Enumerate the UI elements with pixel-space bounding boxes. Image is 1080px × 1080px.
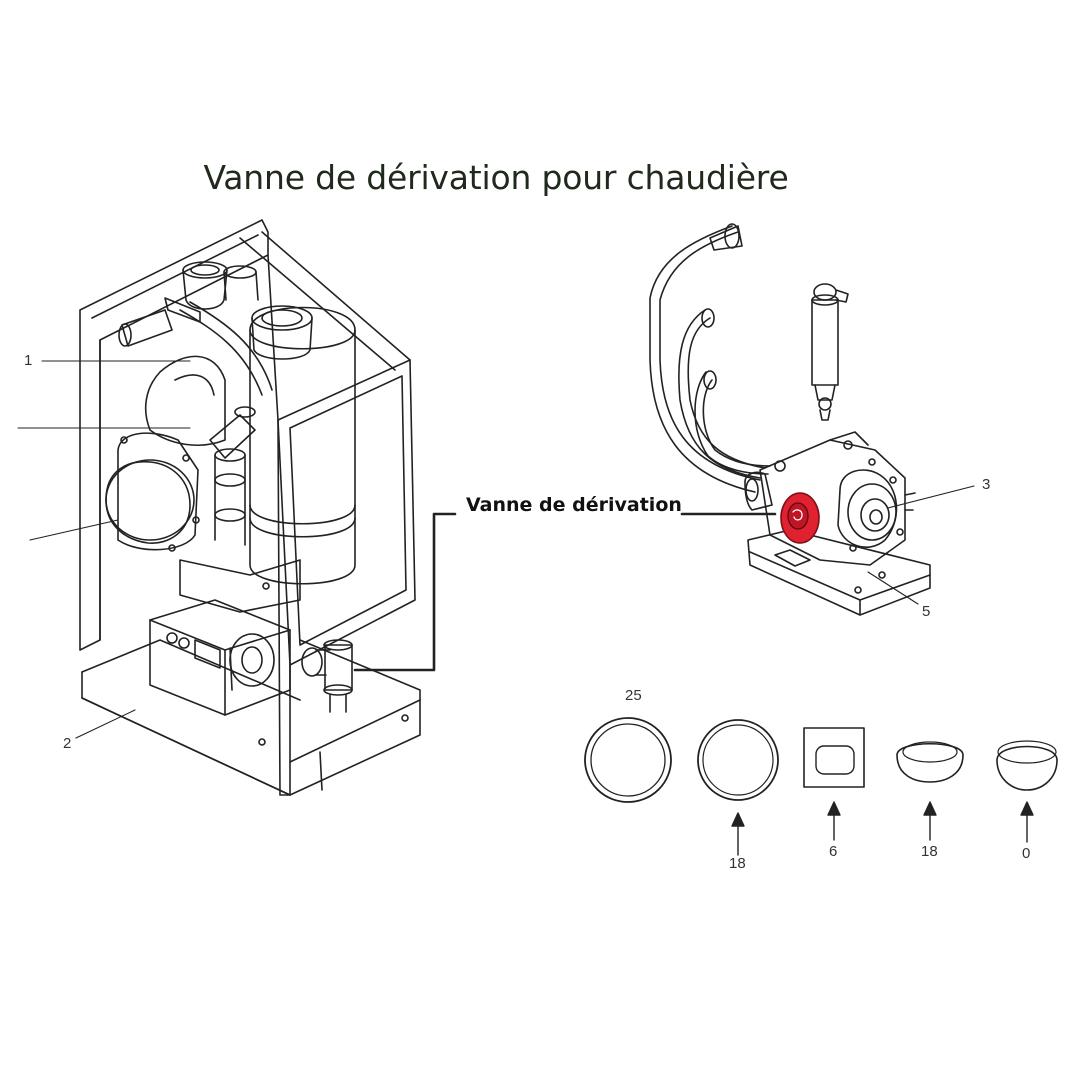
leader-line-unlabeled-b: [29, 519, 119, 541]
diagram-title: Vanne de dérivation pour chaudière: [203, 158, 789, 197]
cap-seal: [896, 742, 964, 783]
parts-label-1: 18: [729, 855, 746, 872]
leader-line-3: [887, 485, 975, 509]
leader-line-2: [75, 709, 136, 739]
parts-label-4: 0: [1022, 845, 1031, 862]
parts-label-3: 18: [921, 843, 938, 860]
bypass-valve-highlight: [780, 492, 820, 544]
o-ring-large: [584, 717, 672, 803]
parts-arrows: [731, 801, 1034, 856]
parts-label-2: 6: [829, 843, 838, 860]
leader-line-5: [867, 571, 919, 605]
part-number-2: 2: [63, 735, 72, 752]
part-number-1: 1: [24, 352, 33, 369]
parts-row: [584, 717, 1058, 803]
square-seal: [803, 727, 865, 788]
part-number-3: 3: [982, 476, 991, 493]
boiler-assembly: [79, 219, 421, 796]
parts-top-label: 25: [625, 687, 642, 704]
o-ring-medium: [697, 719, 779, 801]
flat-washer: [996, 745, 1058, 791]
bypass-valve-callout: Vanne de dérivation: [466, 494, 682, 516]
part-number-5: 5: [922, 603, 931, 620]
callout-connector: [353, 512, 457, 672]
valve-assembly: [649, 223, 931, 616]
